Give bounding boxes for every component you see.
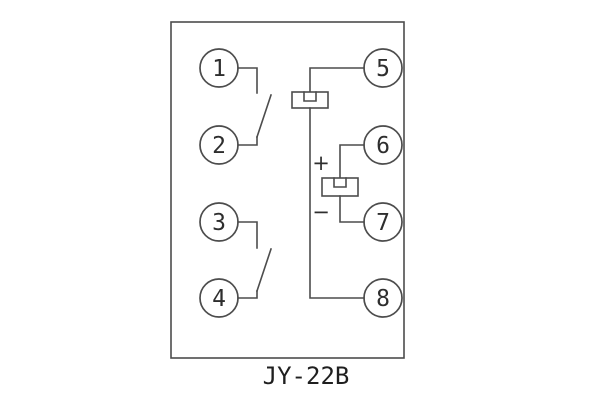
contact-stub-4 — [237, 290, 258, 299]
wire-5-to-coil1 — [309, 67, 365, 93]
coil-1-box — [291, 91, 329, 109]
wire-coil1-to-8 — [309, 107, 365, 299]
contact-stub-1 — [237, 67, 258, 94]
terminal-8: 8 — [363, 278, 403, 318]
plus-sign: + — [312, 151, 330, 175]
terminal-2-label: 2 — [212, 133, 226, 159]
terminal-8-label: 8 — [376, 286, 390, 312]
terminal-6: 6 — [363, 125, 403, 165]
wire-coil2-to-7 — [339, 195, 365, 223]
terminal-3-label: 3 — [212, 210, 226, 236]
wire-6-to-coil2 — [339, 144, 365, 179]
switch-blade-3-4 — [255, 247, 273, 293]
terminal-7: 7 — [363, 202, 403, 242]
terminal-4: 4 — [199, 278, 239, 318]
terminal-3: 3 — [199, 202, 239, 242]
terminal-5-label: 5 — [376, 56, 390, 82]
contact-stub-2 — [237, 136, 258, 146]
terminal-4-label: 4 — [212, 286, 226, 312]
coil-2-notch — [333, 177, 347, 188]
coil-1-notch — [303, 91, 317, 102]
switch-blade-1-2 — [255, 93, 273, 139]
terminal-1-label: 1 — [212, 56, 226, 82]
terminal-7-label: 7 — [376, 210, 390, 236]
terminal-6-label: 6 — [376, 133, 390, 159]
terminal-1: 1 — [199, 48, 239, 88]
terminal-2: 2 — [199, 125, 239, 165]
terminal-5: 5 — [363, 48, 403, 88]
contact-stub-3 — [237, 221, 258, 249]
diagram-title: JY-22B — [263, 362, 350, 390]
minus-sign: − — [312, 200, 330, 224]
